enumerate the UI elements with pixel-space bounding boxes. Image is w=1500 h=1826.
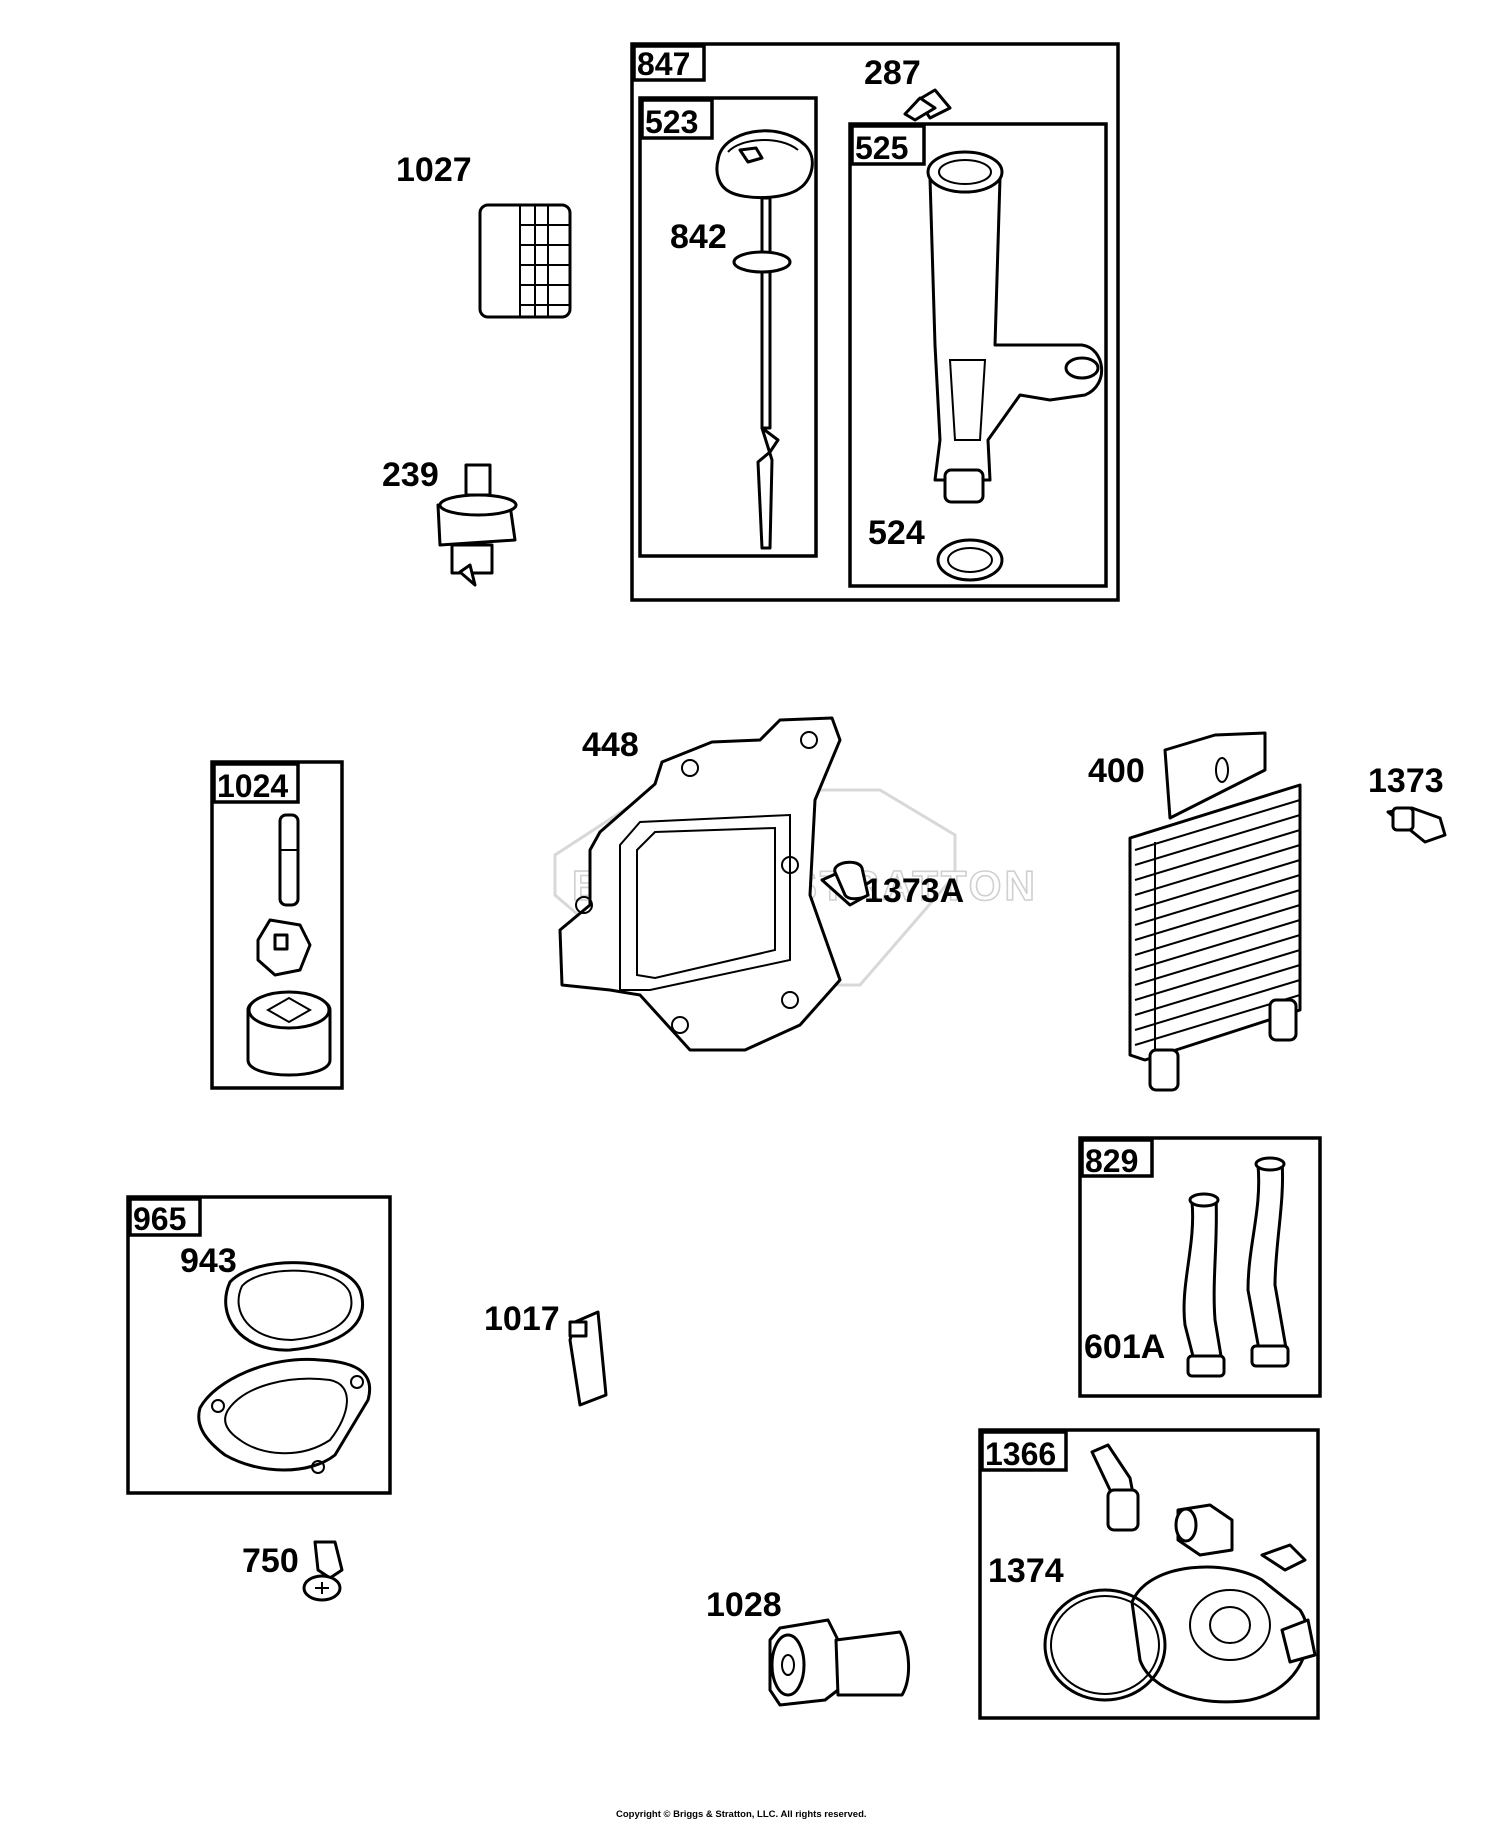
label-601a: 601A xyxy=(1084,1328,1165,1366)
group-box-1024[interactable] xyxy=(210,760,344,1090)
label-524: 524 xyxy=(868,514,925,552)
connector-1017-part[interactable] xyxy=(568,1310,608,1407)
oil-fill-tube-part[interactable] xyxy=(926,150,1103,504)
elbow-fitting-part[interactable] xyxy=(1090,1443,1140,1532)
group-box-965[interactable] xyxy=(126,1195,392,1495)
label-1374: 1374 xyxy=(988,1552,1064,1590)
screw-750[interactable] xyxy=(302,1540,344,1602)
nipple-fitting-part[interactable] xyxy=(1174,1503,1234,1557)
bolt-1373a[interactable] xyxy=(820,860,870,907)
group-tag-box-847 xyxy=(632,44,706,82)
label-943: 943 xyxy=(180,1242,237,1280)
group-tag-829: 829 xyxy=(1085,1143,1138,1179)
group-tag-847: 847 xyxy=(637,46,690,82)
oil-filter-adapter-part[interactable] xyxy=(1130,1543,1317,1704)
cover-plate-part[interactable] xyxy=(197,1357,372,1474)
pump-rotor-outer-part[interactable] xyxy=(246,990,332,1077)
label-1017: 1017 xyxy=(484,1300,560,1338)
group-tag-1366: 1366 xyxy=(985,1436,1056,1472)
label-1373a: 1373A xyxy=(864,872,964,910)
label-1027: 1027 xyxy=(396,151,472,189)
o-ring-524[interactable] xyxy=(936,538,1004,582)
hose-right-part[interactable] xyxy=(1246,1156,1290,1368)
pump-rotor-inner-part[interactable] xyxy=(256,918,312,977)
group-tag-box-523 xyxy=(640,98,714,140)
group-box-1366[interactable] xyxy=(978,1428,1320,1720)
group-tag-box-1024 xyxy=(212,762,300,804)
group-box-847[interactable] xyxy=(630,42,1120,602)
group-tag-box-525 xyxy=(850,124,926,166)
label-448: 448 xyxy=(582,726,639,764)
o-ring-1374[interactable] xyxy=(1043,1588,1167,1702)
group-tag-965: 965 xyxy=(133,1201,186,1237)
group-box-523[interactable] xyxy=(638,96,818,558)
label-239: 239 xyxy=(382,456,439,494)
label-750: 750 xyxy=(242,1542,299,1580)
label-1028: 1028 xyxy=(706,1586,782,1624)
label-842: 842 xyxy=(670,218,727,256)
screw-287[interactable] xyxy=(903,88,952,122)
oil-pressure-switch-part[interactable] xyxy=(436,463,518,587)
group-tag-523: 523 xyxy=(645,104,698,140)
dipstick-part[interactable] xyxy=(715,129,814,550)
fitting-1028-part[interactable] xyxy=(768,1618,911,1707)
gasket-943-part[interactable] xyxy=(224,1261,364,1352)
label-400: 400 xyxy=(1088,752,1145,790)
group-tag-525: 525 xyxy=(855,130,908,166)
group-tag-1024: 1024 xyxy=(217,768,288,804)
gasket-448-part[interactable] xyxy=(558,716,842,1052)
group-tag-box-829 xyxy=(1080,1138,1154,1178)
oil-cooler-part[interactable] xyxy=(1128,731,1302,1092)
bolt-1373[interactable] xyxy=(1386,806,1447,844)
hose-left-part[interactable] xyxy=(1182,1192,1226,1378)
label-287: 287 xyxy=(864,54,921,92)
group-tag-box-1366 xyxy=(980,1430,1068,1472)
oil-filter-part[interactable] xyxy=(478,203,572,319)
pump-shaft-part[interactable] xyxy=(278,813,300,907)
label-1373: 1373 xyxy=(1368,762,1444,800)
group-box-829[interactable] xyxy=(1078,1136,1322,1398)
group-tag-box-965 xyxy=(128,1197,202,1237)
group-box-525[interactable] xyxy=(848,122,1108,588)
o-ring-842[interactable] xyxy=(732,250,792,274)
copyright-notice: Copyright © Briggs & Stratton, LLC. All … xyxy=(616,1809,867,1820)
